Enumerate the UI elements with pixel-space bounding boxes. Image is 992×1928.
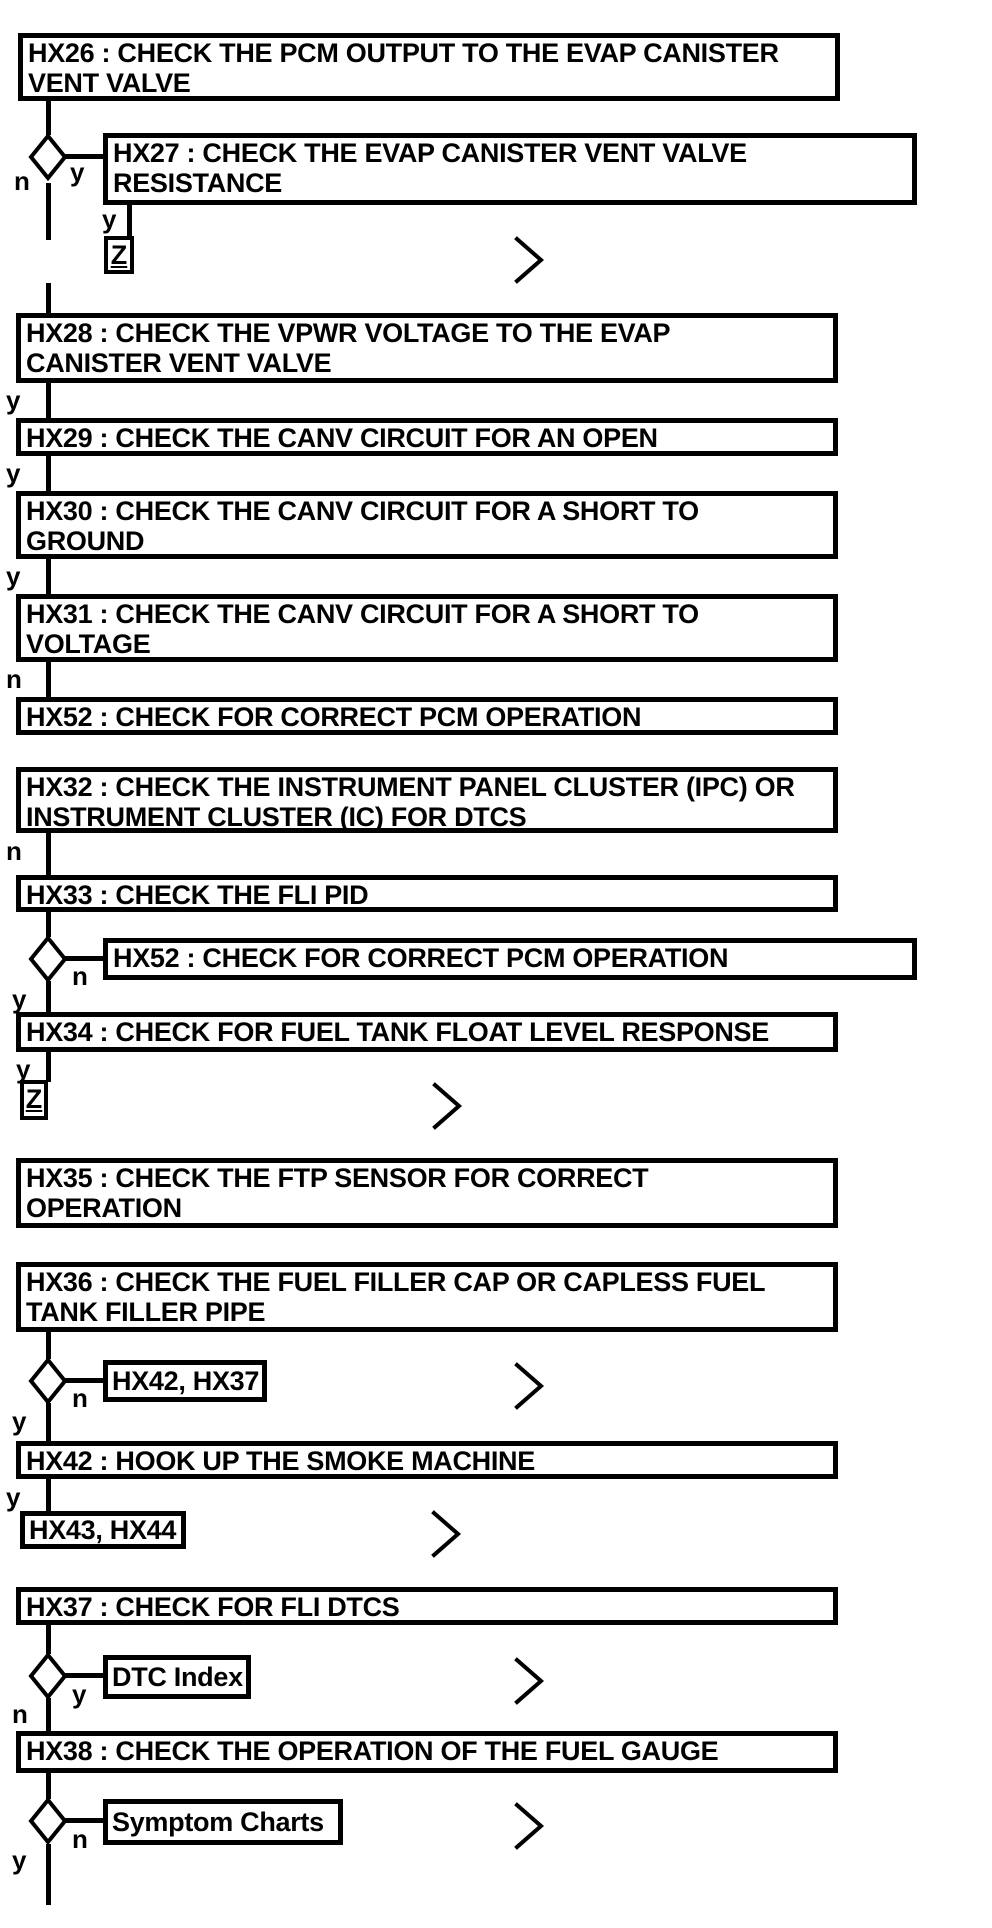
step-box-hx36: HX36 : CHECK THE FUEL FILLER CAP OR CAPL…	[16, 1262, 838, 1332]
branch-label-yes: y	[6, 385, 21, 415]
flow-line-v	[46, 1773, 51, 1799]
step-box-hx30: HX30 : CHECK THE CANV CIRCUIT FOR A SHOR…	[16, 491, 838, 559]
flow-line-v	[46, 383, 51, 418]
step-box-hx52-a: HX52 : CHECK FOR CORRECT PCM OPERATION	[16, 697, 838, 735]
continue-chevron-icon-3	[514, 1362, 545, 1410]
flow-line-v	[46, 99, 51, 135]
branch-label-yes: y	[70, 157, 85, 187]
branch-label-yes: y	[12, 984, 27, 1014]
branch-label-yes: y	[72, 1679, 87, 1709]
flow-line-v	[127, 205, 132, 236]
branch-label-no: n	[72, 1824, 88, 1854]
step-box-hx35: HX35 : CHECK THE FTP SENSOR FOR CORRECT …	[16, 1158, 838, 1228]
step-box-hx31: HX31 : CHECK THE CANV CIRCUIT FOR A SHOR…	[16, 594, 838, 662]
flow-line-v	[46, 1332, 51, 1359]
branch-label-yes: y	[6, 458, 21, 488]
step-box-hx29: HX29 : CHECK THE CANV CIRCUIT FOR AN OPE…	[16, 418, 838, 456]
decision-diamond-2	[28, 935, 68, 983]
branch-label-no: n	[12, 1699, 28, 1729]
decision-diamond-1	[28, 133, 68, 181]
branch-label-no: n	[72, 961, 88, 991]
continue-chevron-icon-4	[431, 1510, 462, 1558]
flow-line-h	[64, 1818, 103, 1823]
flow-line-h	[64, 1378, 103, 1383]
flow-line-v	[46, 981, 51, 1012]
branch-label-yes: y	[16, 1054, 31, 1084]
flow-line-v	[46, 183, 51, 240]
step-box-hx32: HX32 : CHECK THE INSTRUMENT PANEL CLUSTE…	[16, 767, 838, 833]
link-box-symptom-charts[interactable]: Symptom Charts	[103, 1799, 343, 1845]
branch-label-yes: y	[6, 561, 21, 591]
step-box-hx37: HX37 : CHECK FOR FLI DTCS	[16, 1587, 838, 1625]
branch-label-yes: y	[12, 1845, 27, 1875]
flow-line-v	[46, 833, 51, 875]
flow-line-h	[64, 1673, 103, 1678]
link-box-dtc-index[interactable]: DTC Index	[103, 1655, 251, 1699]
flow-line-v	[46, 283, 51, 313]
branch-label-no: n	[6, 836, 22, 866]
connector-z-2[interactable]: Z	[20, 1080, 48, 1120]
branch-label-no: n	[6, 664, 22, 694]
flow-line-v	[46, 1625, 51, 1654]
flow-line-v	[46, 1479, 51, 1511]
step-box-hx38: HX38 : CHECK THE OPERATION OF THE FUEL G…	[16, 1731, 838, 1773]
continue-chevron-icon-2	[432, 1082, 463, 1130]
step-box-hx34: HX34 : CHECK FOR FUEL TANK FLOAT LEVEL R…	[16, 1012, 838, 1052]
branch-label-yes: y	[102, 204, 117, 234]
continue-chevron-icon-1	[514, 236, 545, 284]
decision-diamond-5	[28, 1797, 68, 1845]
flow-line-h	[64, 956, 103, 961]
branch-label-no: n	[72, 1383, 88, 1413]
link-box-hx43-hx44[interactable]: HX43, HX44	[20, 1511, 186, 1549]
flow-line-v	[46, 1403, 51, 1441]
continue-chevron-icon-6	[514, 1802, 545, 1850]
step-box-hx27: HX27 : CHECK THE EVAP CANISTER VENT VALV…	[103, 133, 917, 205]
step-box-hx28: HX28 : CHECK THE VPWR VOLTAGE TO THE EVA…	[16, 313, 838, 383]
flow-line-v	[46, 559, 51, 594]
flow-line-v	[46, 456, 51, 491]
decision-diamond-3	[28, 1357, 68, 1405]
branch-label-yes: y	[6, 1482, 21, 1512]
branch-label-yes: y	[12, 1406, 27, 1436]
step-box-hx52-b: HX52 : CHECK FOR CORRECT PCM OPERATION	[103, 938, 917, 980]
flow-line-v	[46, 1698, 51, 1731]
step-box-hx33: HX33 : CHECK THE FLI PID	[16, 875, 838, 912]
decision-diamond-4	[28, 1652, 68, 1700]
step-box-hx42: HX42 : HOOK UP THE SMOKE MACHINE	[16, 1441, 838, 1479]
flow-line-v	[46, 1844, 51, 1905]
flow-line-v	[46, 662, 51, 697]
flow-line-h	[64, 154, 103, 159]
connector-z-1[interactable]: Z	[104, 236, 134, 274]
flow-line-v	[46, 912, 51, 937]
flow-line-v	[46, 1052, 51, 1082]
step-box-hx26: HX26 : CHECK THE PCM OUTPUT TO THE EVAP …	[18, 33, 840, 101]
link-box-hx42-hx37[interactable]: HX42, HX37	[103, 1360, 267, 1402]
branch-label-no: n	[14, 166, 30, 196]
continue-chevron-icon-5	[514, 1657, 545, 1705]
